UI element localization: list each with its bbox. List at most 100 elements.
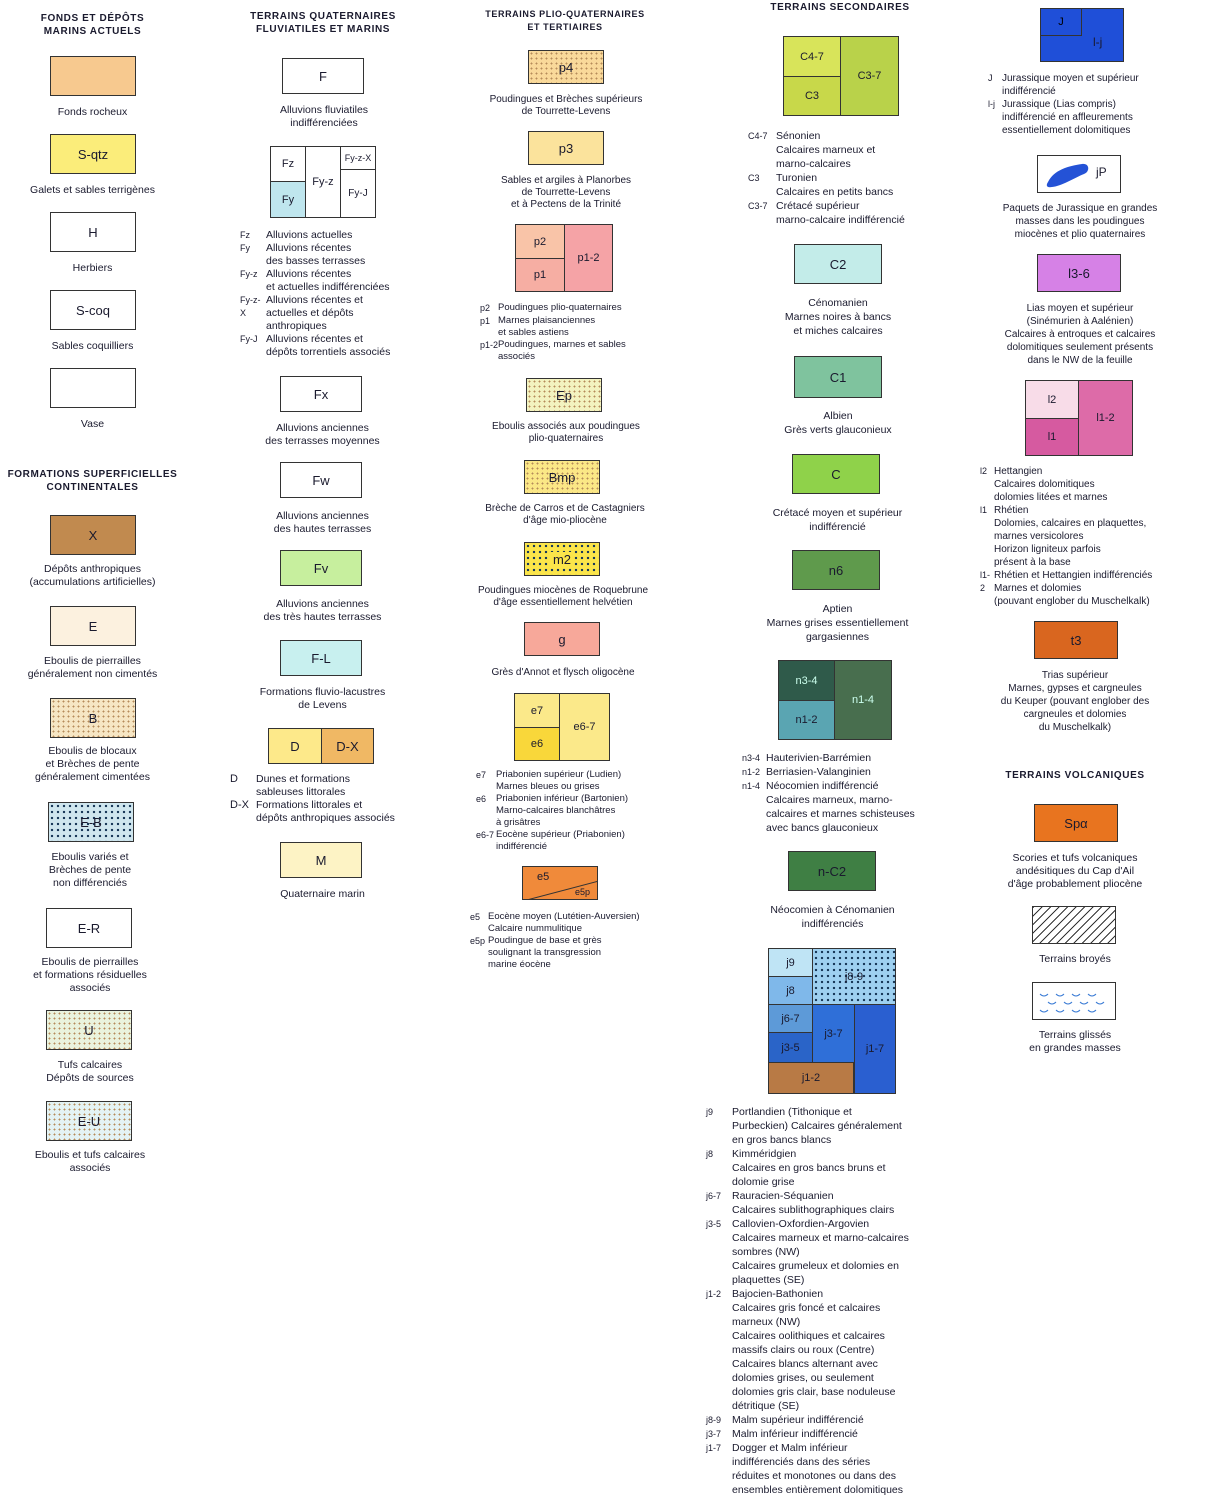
- box-fy: Fy: [270, 181, 306, 218]
- header-plio-quaternaires: TERRAINS PLIO-QUATERNAIRES ET TERTIAIRES: [485, 9, 645, 32]
- code-j1-2: j1-2: [801, 1072, 821, 1084]
- l-legend-row: l1-2Rhétien et Hettangien indifférenciés…: [980, 569, 1205, 608]
- legend-code: Fy-z: [240, 269, 258, 279]
- legend-code: j3-7: [706, 1429, 722, 1439]
- box-n1-4: n1-4: [834, 660, 892, 740]
- legend-box-m: M: [280, 842, 362, 878]
- legend-text: Malm inférieur indifférencié: [732, 1428, 858, 1440]
- legend-code: Fy-J: [240, 334, 258, 344]
- legend-code: j3-5: [706, 1219, 722, 1229]
- legend-box-s-coq: S-coq: [50, 290, 136, 330]
- code-p1-2: p1-2: [577, 252, 600, 264]
- code-fv: Fv: [313, 560, 329, 576]
- caption-s-coq: Sables coquilliers: [51, 340, 134, 352]
- caption-l3-6: Lias moyen et supérieur (Sinémurien à Aa…: [1004, 303, 1156, 366]
- caption-fv: Alluvions anciennes des très hautes terr…: [263, 598, 382, 623]
- box-fy-z: Fy-z: [305, 146, 341, 218]
- header-formations-superficielles: FORMATIONS SUPERFICIELLES CONTINENTALES: [7, 469, 178, 493]
- code-fy: Fy: [281, 193, 295, 206]
- caption-spa: Scories et tufs volcaniques andésitiques…: [1007, 852, 1143, 890]
- legend-box-vase: [50, 368, 136, 408]
- header-quaternaires: TERRAINS QUATERNAIRES FLUVIATILES ET MAR…: [250, 11, 396, 35]
- legend-text: Portlandien (Tithonique et Purbeckien) C…: [732, 1106, 902, 1146]
- code-l2: l2: [1047, 393, 1057, 406]
- code-j6-7: j6-7: [781, 1012, 800, 1025]
- legend-box-u: U: [46, 1010, 132, 1050]
- legend-code: e6-7: [476, 830, 495, 840]
- box-n3-4: n3-4: [778, 660, 835, 701]
- caption-c1: Albien Grès verts glauconieux: [784, 410, 892, 436]
- code-n3-4: n3-4: [795, 674, 818, 687]
- caption-e-u: Eboulis et tufs calcaires associés: [34, 1149, 146, 1174]
- legend-box-s-qtz: S-qtz: [50, 134, 136, 174]
- legend-code: p2: [480, 303, 491, 313]
- legend-code: C3-7: [748, 201, 768, 211]
- legend-text: Jurassique moyen et supérieur indifféren…: [1002, 73, 1139, 97]
- blob-icon: [1046, 163, 1089, 188]
- caption-fw: Alluvions anciennes des hautes terrasses: [273, 510, 372, 535]
- code-j3-5: j3-5: [781, 1041, 800, 1054]
- code-c2: C2: [829, 256, 847, 272]
- box-fy-j: Fy-J: [340, 169, 376, 218]
- legend-code: C4-7: [748, 131, 768, 141]
- legend-text: Alluvions récentes des basses terrasses: [266, 242, 366, 267]
- legend-text: Alluvions actuelles: [266, 229, 353, 241]
- legend-box-e-u: E-U: [46, 1101, 132, 1141]
- legend-box-t3: t3: [1034, 621, 1118, 659]
- code-g: g: [558, 631, 566, 647]
- legend-box-f-l: F-L: [280, 640, 362, 676]
- code-j8-9: j8-9: [844, 970, 864, 983]
- legend-text: Hauterivien-Barrémien: [766, 752, 872, 764]
- legend-text: Alluvions récentes et actuelles indiffér…: [266, 268, 390, 293]
- caption-ep: Eboulis associés aux poudingues plio-qua…: [492, 421, 640, 444]
- code-e-b: E-B: [80, 814, 102, 830]
- code-n1-2: n1-2: [795, 714, 818, 726]
- code-bmp: Bmp: [548, 469, 576, 485]
- caption-p3: Sables et argiles à Planorbes de Tourret…: [500, 175, 632, 210]
- legend-text: Poudingue de base et grès soulignant la …: [488, 935, 602, 970]
- caption-p4: Poudingues et Brèches supérieurs de Tour…: [489, 94, 643, 117]
- code-fy-z: Fy-z: [312, 176, 334, 188]
- d-block: D D-X: [268, 728, 374, 764]
- legend-box-e-b: E-B: [48, 802, 134, 842]
- legend-box-bmp: Bmp: [524, 460, 600, 494]
- caption-m2: Poudingues miocènes de Roquebrune d'âge …: [477, 585, 649, 608]
- e5-block: e5 e5p: [522, 866, 598, 900]
- code-l3-6: l3-6: [1068, 265, 1090, 281]
- legend-text: Bajocien-Bathonien Calcaires gris foncé …: [732, 1288, 896, 1412]
- caption-f-l: Formations fluvio-lacustres de Levens: [259, 686, 386, 711]
- caption-x: Dépôts anthropiques (accumulations artif…: [29, 563, 156, 588]
- legend-box-n-c2: n-C2: [788, 851, 876, 891]
- box-e7: e7: [514, 693, 560, 728]
- legend-code: j9: [706, 1107, 714, 1117]
- legend-text: Berriasien-Valanginien: [766, 766, 871, 778]
- j-lj-block: J l-j: [1040, 8, 1124, 62]
- box-j-inner: J: [1040, 8, 1082, 36]
- l-block: l2 l1 l1-2: [1025, 380, 1133, 456]
- legend-text: Poudingues plio-quaternaires: [498, 302, 622, 313]
- caption-vase: Vase: [80, 418, 105, 430]
- legend-box-c: C: [792, 454, 880, 494]
- box-c3-7: C3-7: [840, 36, 899, 116]
- legend-code: Fy-z-X: [240, 295, 261, 318]
- box-j3-7: j3-7: [812, 1004, 855, 1063]
- legend-code: D: [230, 773, 238, 785]
- legend-text: Rhétien et Hettangien indifférenciés Mar…: [994, 570, 1153, 607]
- legend-text: Priabonien inférieur (Bartonien) Marno-c…: [496, 793, 629, 828]
- code-j8: j8: [786, 984, 795, 997]
- box-n1-2: n1-2: [778, 700, 835, 740]
- code-d: D: [290, 738, 300, 754]
- code-p4: p4: [558, 59, 574, 75]
